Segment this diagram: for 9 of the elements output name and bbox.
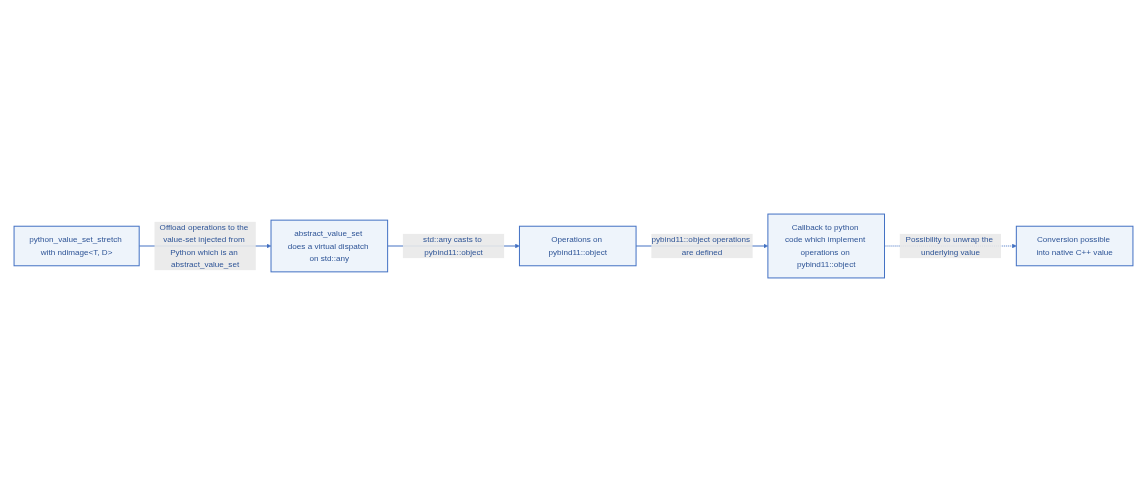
node-box: python_value_set_stretch with ndimage<T, D>	[13, 225, 140, 267]
edge-label: Offload operations to the value-set injected from Python which is an abstract_value_set	[159, 223, 249, 269]
node-box: Conversion possible into native C++ value	[1015, 225, 1134, 267]
edge-label: Possibility to unwrap the underlying value	[905, 235, 994, 257]
node-box: Operations on pybind11::object	[518, 225, 637, 267]
node-box: Callback to python code which implement operations on pybind11::object	[767, 213, 885, 279]
node-box: abstract_value_set does a virtual dispatch on std::any	[270, 219, 389, 273]
edge-label: pybind11::object operations are defined	[651, 235, 751, 257]
edge-label: std::any casts to pybind11::object	[423, 235, 483, 257]
